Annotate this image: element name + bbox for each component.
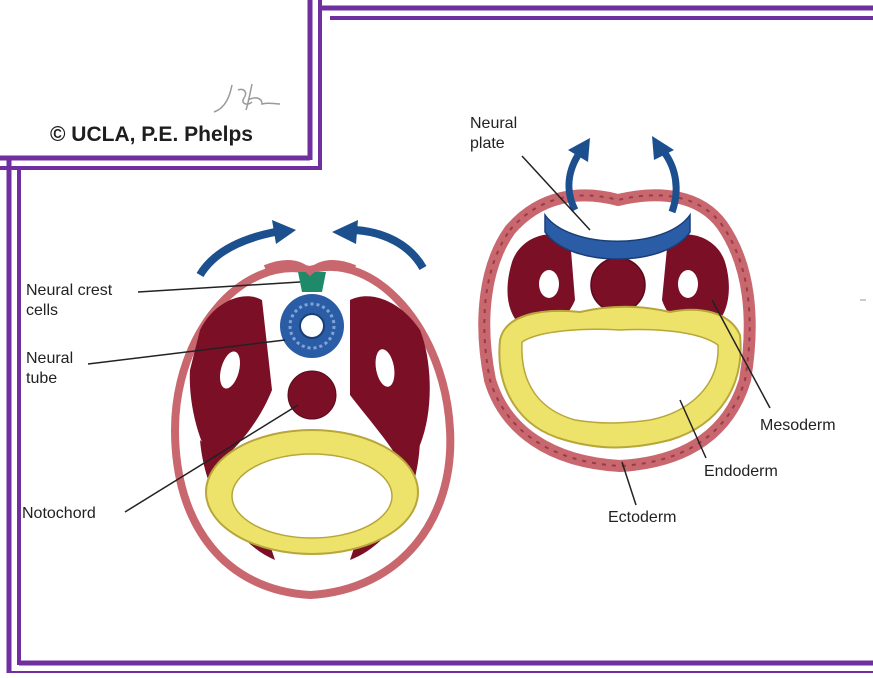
label-neural-crest-line1: Neural crest	[26, 281, 112, 300]
label-neural-tube-line1: Neural	[26, 349, 73, 368]
right-embryo-section	[484, 136, 749, 466]
label-neural-tube-line2: tube	[26, 369, 57, 388]
left-arrow-right-icon	[355, 230, 423, 268]
label-neural-crest-line2: cells	[26, 301, 58, 320]
label-neural-plate-line1: Neural	[470, 114, 517, 133]
copyright-text: © UCLA, P.E. Phelps	[50, 123, 253, 147]
label-mesoderm: Mesoderm	[760, 416, 836, 435]
right-notochord	[591, 258, 645, 312]
label-neural-plate-line2: plate	[470, 134, 505, 153]
label-ectoderm: Ectoderm	[608, 508, 676, 527]
left-notochord	[288, 371, 336, 419]
label-endoderm: Endoderm	[704, 462, 778, 481]
left-embryo-section	[175, 220, 450, 595]
label-notochord: Notochord	[22, 504, 96, 523]
left-neural-crest	[298, 272, 326, 292]
left-arrow-left-icon	[200, 232, 275, 275]
signature-mark	[214, 84, 280, 112]
